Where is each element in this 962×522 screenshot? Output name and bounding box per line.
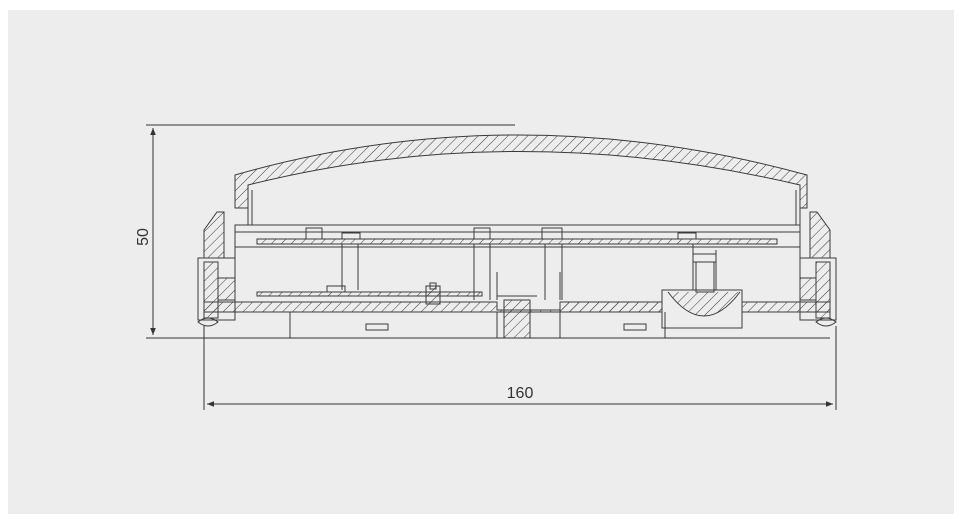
height-label: 50 (135, 228, 152, 246)
drawing-panel (8, 10, 954, 514)
cup-recess (661, 289, 743, 329)
width-label: 160 (507, 385, 534, 402)
upper-frame (234, 224, 801, 248)
dome-cover (234, 134, 808, 209)
center-plug (503, 299, 531, 339)
height-dimension (146, 124, 830, 339)
lens-inner (247, 185, 801, 226)
right-clip (809, 211, 831, 259)
lower-pcb (256, 291, 483, 297)
upper-pcb (256, 238, 778, 245)
left-clip (203, 211, 225, 259)
width-dimension (203, 326, 837, 410)
